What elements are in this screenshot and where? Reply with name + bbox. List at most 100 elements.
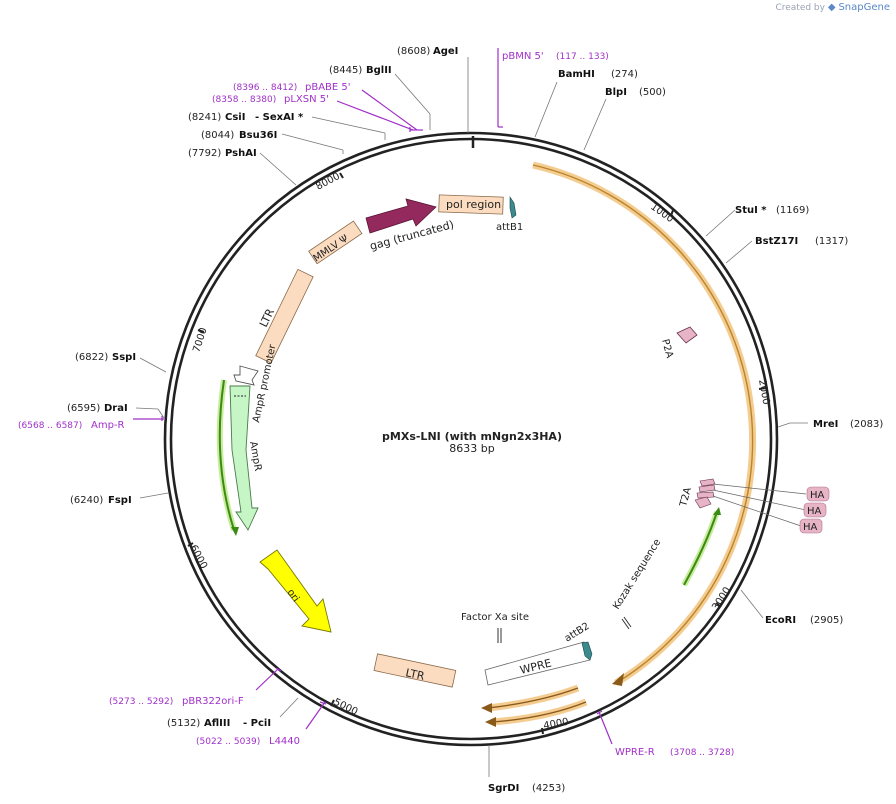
site-aflIII-pos: (5132) (167, 718, 200, 729)
primer-pbabe-range: (8396 .. 8412) (233, 83, 297, 93)
pol-region-label: pol region (446, 198, 501, 211)
ori-arrow (259, 549, 332, 633)
site-fspI-pos: (6240) (70, 495, 103, 506)
site-bamHI-pos: (274) (611, 69, 638, 80)
site-leaders (135, 57, 808, 777)
ha-tag-2-label: HA (807, 506, 822, 517)
p2a-arrow (676, 326, 698, 344)
primer-pbr322-range: (5273 .. 5292) (109, 697, 173, 707)
site-bstZ17I-pos: (1317) (815, 236, 848, 247)
site-bsu36I-pos: (8044) (201, 130, 234, 141)
site-blpI-name: BlpI (605, 87, 627, 98)
ampr-promoter-label: AmpR promoter (251, 343, 278, 424)
ha-tag-3-label: HA (803, 522, 818, 533)
ha-tag-1: HA (806, 486, 830, 502)
primer-wpre-name: WPRE-R (615, 747, 655, 758)
site-sexAI-name: - SexAI * (255, 112, 304, 123)
site-ageI-pos: (8608) (397, 46, 430, 57)
orf-arc (532, 161, 757, 686)
site-sspI-name: SspI (112, 352, 136, 363)
site-ecoRI-pos: (2905) (810, 615, 843, 626)
snapgene-name: SnapGene (838, 2, 890, 13)
site-bstZ17I-name: BstZ17I (755, 236, 798, 247)
primer-plxsn-name: pLXSN 5' (284, 94, 329, 105)
tick-4000: 4000 (543, 717, 570, 732)
primer-pbabe-name: pBABE 5' (305, 82, 351, 93)
green-orf-right (681, 507, 721, 587)
ha-tag-3: HA (799, 518, 823, 534)
primer-pbmn-range: (117 .. 133) (556, 52, 609, 62)
attb2-marker (581, 641, 593, 661)
site-csiI-name: CsiI (225, 112, 245, 123)
tick-7000: 7000 (191, 326, 209, 354)
site-csiI-pos: (8241) (188, 112, 221, 123)
ha-tag-2: HA (803, 502, 827, 518)
site-blpI-pos: (500) (639, 87, 666, 98)
site-bglII-pos: (8445) (329, 65, 362, 76)
site-stuI-name: StuI * (735, 205, 767, 216)
primer-labels: pBMN 5' (117 .. 133) (8396 .. 8412) pBAB… (18, 51, 734, 758)
ltr-bottom-label: LTR (404, 666, 426, 683)
orf-arrow-small-2 (485, 698, 588, 727)
ltr-left-box (255, 268, 314, 364)
site-pshAI-name: PshAI (225, 148, 257, 159)
kozak-mark-2 (621, 618, 630, 630)
ampr-promoter-arrow (233, 365, 259, 386)
site-fspI-name: FspI (108, 495, 132, 506)
site-sgrDI-pos: (4253) (532, 783, 565, 794)
primer-ampr-range: (6568 .. 6587) (18, 421, 82, 431)
t2a-label: T2A (678, 486, 694, 509)
kozak-mark (623, 616, 632, 628)
restriction-sites: (8608) AgeI (8445) BglII (8241) CsiI - S… (67, 46, 883, 794)
primer-l4440-range: (5022 .. 5039) (196, 737, 260, 747)
primer-marks (133, 48, 613, 745)
site-pciI-name: - PciI (243, 718, 271, 729)
site-bamHI-name: BamHI (558, 69, 595, 80)
ha-tag-1-label: HA (810, 490, 825, 501)
primer-plxsn-range: (8358 .. 8380) (212, 95, 276, 105)
primer-wpre-range: (3708 .. 3728) (670, 748, 734, 758)
site-sspI-pos: (6822) (75, 352, 108, 363)
site-sgrDI-name: SgrDI (488, 783, 519, 794)
site-pshAI-pos: (7792) (188, 148, 221, 159)
primer-ampr-name: Amp-R (91, 420, 125, 431)
site-bsu36I-name: Bsu36I (239, 130, 277, 141)
scale-ticks (187, 172, 767, 735)
primer-l4440-name: L4440 (269, 736, 300, 747)
snapgene-brand: Created by ◆ SnapGene (775, 2, 890, 13)
attb1-marker (509, 196, 517, 219)
plasmid-size: 8633 bp (449, 442, 494, 455)
p2a-label: P2A (659, 338, 675, 360)
kozak-label: Kozak sequence (611, 537, 663, 611)
site-ageI-name: AgeI (433, 46, 458, 57)
attb1-label: attB1 (496, 222, 523, 233)
green-orf-left (216, 379, 239, 536)
site-mreI-name: MreI (813, 419, 838, 430)
site-draI-name: DraI (104, 403, 128, 414)
site-mreI-pos: (2083) (850, 419, 883, 430)
created-by-text: Created by (775, 3, 825, 13)
site-draI-pos: (6595) (67, 403, 100, 414)
t2a-ha-cluster (694, 478, 807, 527)
tick-2000: 2000 (756, 379, 771, 406)
primer-pbr322-name: pBR322ori-F (182, 696, 244, 707)
site-stuI-pos: (1169) (776, 205, 809, 216)
pol-region-box (438, 194, 504, 215)
gag-arrow (365, 198, 437, 234)
orf-arrow-small-1 (481, 684, 580, 713)
factor-xa-label: Factor Xa site (461, 612, 529, 623)
tick-6000: 6000 (187, 543, 209, 571)
primer-pbmn-name: pBMN 5' (502, 51, 544, 62)
ltr-bottom-box (373, 653, 457, 688)
plasmid-name: pMXs-LNI (with mNgn2x3HA) (382, 430, 562, 443)
site-bglII-name: BglII (366, 65, 392, 76)
site-ecoRI-name: EcoRI (765, 615, 796, 626)
site-aflIII-name: AflIII (204, 718, 230, 729)
snapgene-logo-icon: ◆ (827, 2, 836, 13)
plasmid-backbone (163, 131, 779, 747)
ampr-label: AmpR (247, 441, 263, 472)
mmlv-box (308, 220, 363, 265)
ampr-arrow (229, 385, 259, 531)
attb2-label: attB2 (563, 621, 592, 645)
